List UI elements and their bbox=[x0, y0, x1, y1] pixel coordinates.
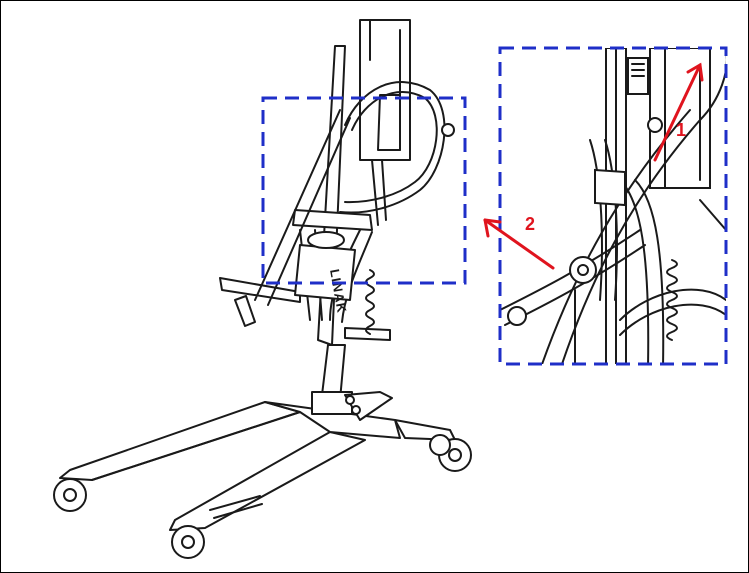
callout-label-1: 1 bbox=[676, 120, 686, 140]
detail-box bbox=[498, 46, 728, 366]
coiled-cable bbox=[365, 269, 375, 335]
detail-zoom-view bbox=[500, 48, 726, 364]
arrow-1 bbox=[653, 62, 704, 162]
highlight-box-main bbox=[261, 96, 467, 285]
patient-lift-illustration: LINAK bbox=[53, 19, 472, 559]
callout-label-2: 2 bbox=[525, 214, 535, 234]
arrow-2 bbox=[483, 218, 555, 270]
caster-wheels bbox=[53, 434, 472, 559]
base-legs bbox=[59, 401, 456, 531]
